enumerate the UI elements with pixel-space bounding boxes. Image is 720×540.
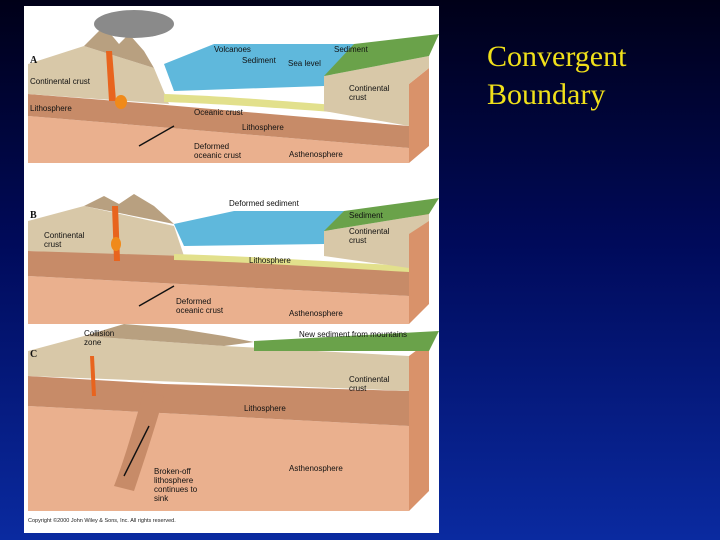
- label-sea-level-a: Sea level: [288, 59, 321, 68]
- label-broken-off-c-l3: continues to: [154, 485, 198, 494]
- panel-a-ash-cloud: [94, 10, 174, 38]
- label-broken-off-c-l2: lithosphere: [154, 476, 194, 485]
- label-collision-zone-c-l1: Collision: [84, 329, 114, 338]
- label-lithosphere-left-a: Lithosphere: [30, 104, 72, 113]
- label-volcanoes-a: Volcanoes: [214, 45, 251, 54]
- plate-tectonics-figure: A Volcanoes Sediment Sediment Sea level …: [24, 6, 439, 533]
- label-new-sediment-c: New sediment from mountains: [299, 330, 407, 339]
- label-lithosphere-mid-a: Lithosphere: [242, 123, 284, 132]
- label-continental-crust-right-c-l2: crust: [349, 384, 367, 393]
- label-sediment-top-a: Sediment: [334, 45, 369, 54]
- label-continental-crust-left-b-l1: Continental: [44, 231, 85, 240]
- label-continental-crust-right-b-l2: crust: [349, 236, 367, 245]
- title-line-2: Boundary: [487, 76, 707, 114]
- label-asthenosphere-b: Asthenosphere: [289, 309, 343, 318]
- panel-a-side-face: [409, 68, 429, 163]
- panel-a-continental-crust-left: [28, 46, 169, 104]
- title-line-1: Convergent: [487, 38, 707, 76]
- slide-title: Convergent Boundary: [487, 38, 707, 114]
- label-deformed-oceanic-crust-b-l1: Deformed: [176, 297, 211, 306]
- label-sediment-inner-a: Sediment: [242, 56, 277, 65]
- label-continental-crust-right-a-l2: crust: [349, 93, 367, 102]
- label-continental-crust-left-a: Continental crust: [30, 77, 91, 86]
- panel-a: A Volcanoes Sediment Sediment Sea level …: [28, 10, 439, 163]
- label-continental-crust-right-b-l1: Continental: [349, 227, 390, 236]
- panel-b-letter: B: [30, 210, 37, 221]
- label-continental-crust-right-a-l1: Continental: [349, 84, 390, 93]
- label-asthenosphere-a: Asthenosphere: [289, 150, 343, 159]
- panel-b-ocean: [174, 211, 344, 246]
- label-deformed-oceanic-crust-a-l2: oceanic crust: [194, 151, 242, 160]
- block-diagram-svg: A Volcanoes Sediment Sediment Sea level …: [24, 6, 439, 533]
- panel-a-letter: A: [30, 55, 38, 66]
- label-lithosphere-b: Lithosphere: [249, 256, 291, 265]
- label-collision-zone-c-l2: zone: [84, 338, 102, 347]
- panel-b-magma-chamber: [111, 237, 121, 251]
- panel-c-side-face: [409, 341, 429, 511]
- label-deformed-sediment-b: Deformed sediment: [229, 199, 300, 208]
- label-continental-crust-left-b-l2: crust: [44, 240, 62, 249]
- label-lithosphere-c: Lithosphere: [244, 404, 286, 413]
- label-asthenosphere-c: Asthenosphere: [289, 464, 343, 473]
- panel-c-letter: C: [30, 349, 37, 360]
- label-deformed-oceanic-crust-a-l1: Deformed: [194, 142, 229, 151]
- label-broken-off-c-l4: sink: [154, 494, 169, 503]
- panel-a-magma-chamber: [115, 95, 127, 109]
- label-oceanic-crust-a: Oceanic crust: [194, 108, 244, 117]
- label-sediment-b: Sediment: [349, 211, 384, 220]
- label-continental-crust-right-c-l1: Continental: [349, 375, 390, 384]
- label-deformed-oceanic-crust-b-l2: oceanic crust: [176, 306, 224, 315]
- panel-b: B Deformed sediment Sediment Continental…: [28, 194, 439, 324]
- panel-c: C Collision zone New sediment from mount…: [28, 324, 439, 511]
- copyright-line: Copyright ©2000 John Wiley & Sons, Inc. …: [28, 517, 176, 524]
- label-broken-off-c-l1: Broken-off: [154, 467, 192, 476]
